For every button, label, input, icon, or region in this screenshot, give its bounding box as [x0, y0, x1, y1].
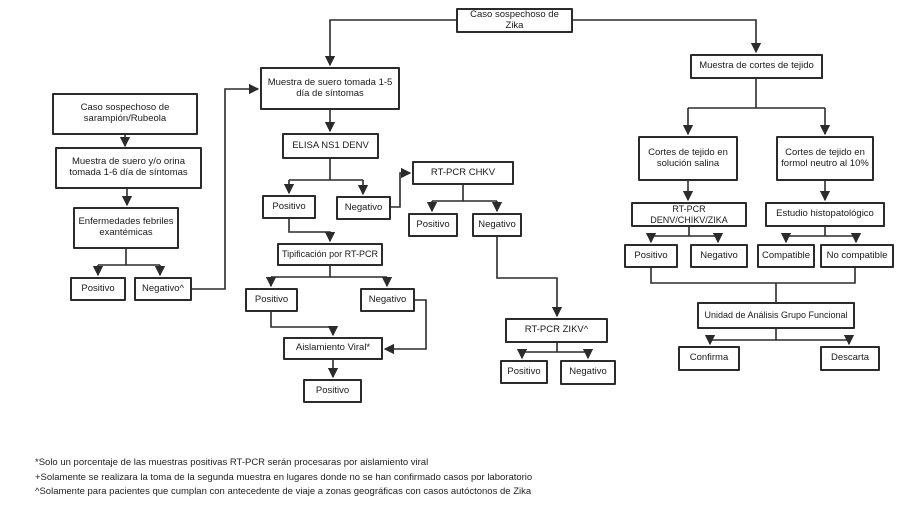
node-negativo-elisa: Negativo — [336, 196, 391, 220]
node-positivo-chkv: Positivo — [408, 213, 458, 237]
node-negativo-febriles: Negativo^ — [134, 277, 192, 301]
node-muestra-suero-1-5: Muestra de suero tomada 1-5 día de sínto… — [260, 67, 400, 110]
node-positivo-tipificacion: Positivo — [245, 288, 298, 312]
node-caso-sospechoso-zika: Caso sospechoso de Zika — [456, 8, 573, 33]
node-negativo-chkv: Negativo — [472, 213, 522, 237]
node-confirma: Confirma — [678, 346, 740, 371]
node-negativo-tipificacion: Negativo — [360, 288, 415, 312]
node-caso-sarampion-rubeola: Caso sospechoso de sarampión/Rubeola — [52, 93, 198, 135]
node-rt-pcr-zikv: RT-PCR ZIKV^ — [505, 318, 608, 343]
node-aislamiento-viral: Aislamiento Viral* — [283, 337, 383, 360]
node-unidad-analisis-grupo-funcional: Unidad de Análisis Grupo Funcional — [697, 302, 855, 329]
node-rt-pcr-denv-chikv-zika: RT-PCR DENV/CHIKV/ZIKA — [631, 202, 747, 227]
node-enfermedades-febriles: Enfermedades febriles exantémicas — [73, 207, 179, 249]
node-rt-pcr-chkv: RT-PCR CHKV — [412, 161, 514, 185]
node-elisa-ns1-denv: ELISA NS1 DENV — [282, 133, 379, 159]
node-cortes-solucion-salina: Cortes de tejido en solución salina — [638, 136, 738, 181]
node-no-compatible: No compatible — [820, 244, 894, 268]
node-cortes-formol-neutro: Cortes de tejido en formol neutro al 10% — [776, 136, 874, 181]
node-descarta: Descarta — [820, 346, 880, 371]
footnotes: *Solo un porcentaje de las muestras posi… — [35, 456, 532, 500]
footnote-aislamiento: *Solo un porcentaje de las muestras posi… — [35, 457, 429, 468]
footnote-segunda-muestra: +Solamente se realizara la toma de la se… — [35, 471, 533, 483]
node-positivo-denv: Positivo — [624, 244, 678, 268]
node-muestra-cortes-tejido: Muestra de cortes de tejido — [690, 54, 823, 79]
node-negativo-denv: Negativo — [690, 244, 748, 268]
footnote-viaje-zonas: ^Solamente para pacientes que cumplan co… — [35, 486, 532, 498]
node-positivo-febriles: Positivo — [70, 277, 126, 301]
node-negativo-zikv: Negativo — [560, 360, 616, 385]
node-positivo-zikv: Positivo — [500, 360, 548, 384]
node-positivo-aislamiento: Positivo — [303, 379, 362, 403]
node-compatible: Compatible — [757, 244, 815, 268]
node-positivo-elisa: Positivo — [262, 195, 316, 219]
connectors — [92, 19, 862, 379]
node-tipificacion-rt-pcr: Tipificación por RT-PCR — [277, 243, 383, 266]
node-estudio-histopatologico: Estudio histopatológico — [765, 202, 885, 227]
node-muestra-suero-orina-1-6: Muestra de suero y/o orina tomada 1-6 dí… — [55, 147, 202, 189]
